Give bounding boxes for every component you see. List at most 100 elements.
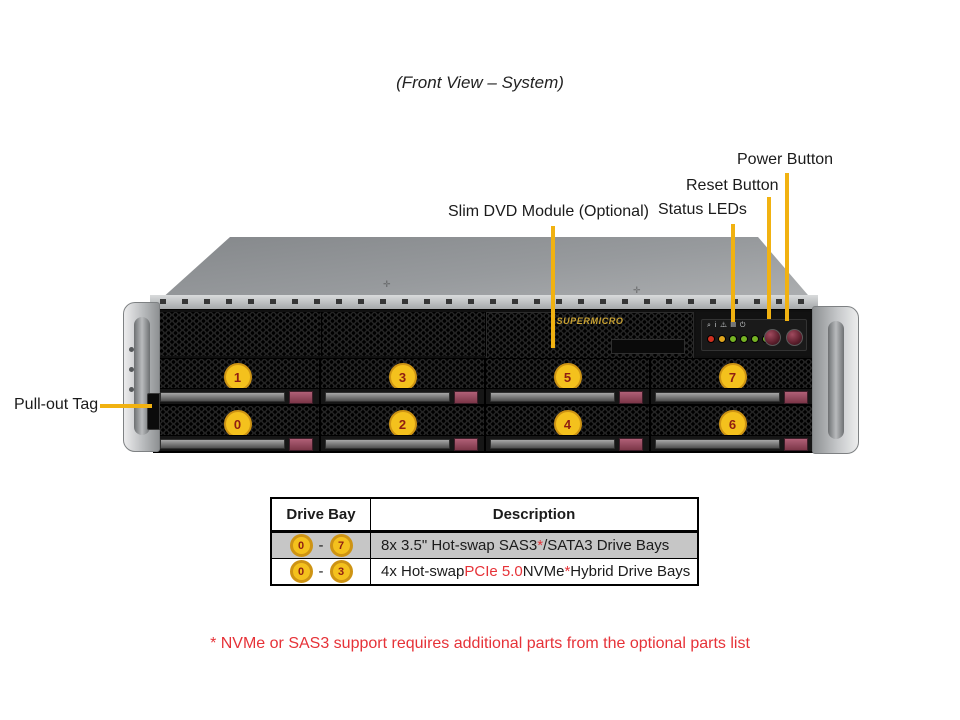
bay-badge-to: 3 (329, 560, 353, 583)
drive-bay-grid: 1 3 5 7 0 2 4 (155, 358, 815, 452)
ear-hole (129, 347, 134, 352)
tray-latch (289, 391, 313, 404)
tray-handle-bar (655, 439, 780, 449)
tray-handle-bar (325, 439, 450, 449)
dvd-slot (611, 339, 685, 354)
desc-segment-red: * (537, 537, 544, 554)
reset-button (764, 329, 781, 346)
tray-handle (486, 435, 649, 451)
description-cell: 4x Hot-swap PCIe 5.0 NVMe* Hybrid Drive … (371, 559, 697, 584)
screw-icon: ✛ (383, 279, 391, 289)
tray-handle (321, 435, 484, 451)
power-button (786, 329, 803, 346)
control-panel-plate: ⌕ i ⚠ ▤ ⏻ (701, 319, 807, 351)
status-led (740, 335, 748, 343)
bay-range-cell: 0 - 7 (272, 533, 371, 558)
bay-badge-to: 7 (329, 534, 353, 557)
vent-panel-left (158, 312, 322, 356)
range-separator: - (318, 563, 324, 580)
tray-handle-bar (490, 392, 615, 402)
tray-handle-bar (160, 439, 285, 449)
desc-segment: /SATA3 Drive Bays (543, 537, 670, 554)
header-drive-bay: Drive Bay (272, 499, 371, 530)
callout-line-dvd (551, 226, 555, 348)
tray-handle (321, 388, 484, 404)
desc-segment: 8x 3.5" Hot-swap SAS3 (381, 537, 538, 554)
header-description: Description (492, 506, 576, 523)
bay-number-badge: 3 (388, 363, 417, 391)
desc-segment: 4x Hot-swap (381, 563, 465, 580)
page-title: (Front View – System) (396, 73, 564, 92)
ear-hole (129, 387, 134, 392)
status-led (707, 335, 715, 343)
bay-badge-from: 0 (289, 560, 313, 583)
bay-number-badge: 1 (223, 363, 252, 391)
tray-handle-bar (160, 392, 285, 402)
tray-handle-bar (325, 392, 450, 402)
callout-line-reset (767, 197, 771, 319)
status-leds (707, 335, 770, 343)
drive-tray: 6 (651, 406, 814, 451)
slim-dvd-module: SUPERMICRO (486, 312, 694, 360)
drive-tray: 7 (651, 359, 814, 404)
control-panel: ⌕ i ⚠ ▤ ⏻ (696, 312, 810, 356)
tray-handle (486, 388, 649, 404)
pull-out-tag-label: Pull-out Tag (14, 396, 99, 413)
tray-latch (454, 438, 478, 451)
bay-number-badge: 4 (553, 410, 582, 438)
rim-vent-notches (160, 299, 808, 304)
desc-segment-red: PCIe 5.0 (464, 563, 523, 580)
drive-tray: 5 (486, 359, 649, 404)
screw-icon: ✛ (633, 285, 641, 295)
table-row: 0 - 3 4x Hot-swap PCIe 5.0 NVMe* Hybrid … (272, 559, 697, 584)
description-cell: 8x 3.5" Hot-swap SAS3*/SATA3 Drive Bays (371, 533, 697, 558)
chassis-front-rim (150, 295, 818, 310)
tray-latch (784, 391, 808, 404)
status-led (718, 335, 726, 343)
bay-number-badge: 7 (718, 363, 747, 391)
ear-hole (129, 367, 134, 372)
status-led (751, 335, 759, 343)
bay-number-badge: 2 (388, 410, 417, 438)
desc-segment-red: * (564, 563, 571, 580)
tray-handle-bar (655, 392, 780, 402)
tray-latch (619, 391, 643, 404)
table-header-row: Drive Bay Description (272, 499, 697, 533)
callout-line-pull-out-tag (100, 404, 152, 408)
tray-latch (454, 391, 478, 404)
desc-segment: Hybrid Drive Bays (570, 563, 691, 580)
right-ear-handle (827, 321, 844, 439)
drive-tray: 1 (156, 359, 319, 404)
status-leds-label: Status LEDs (658, 201, 747, 218)
callout-line-power (785, 173, 789, 321)
drive-tray: 2 (321, 406, 484, 451)
table-row: 0 - 7 8x 3.5" Hot-swap SAS3*/SATA3 Drive… (272, 533, 697, 559)
tray-latch (619, 438, 643, 451)
range-separator: - (318, 537, 324, 554)
tray-handle (651, 388, 814, 404)
drive-tray: 0 (156, 406, 319, 451)
bay-badge-from: 0 (289, 534, 313, 557)
tray-latch (289, 438, 313, 451)
bay-range-cell: 0 - 3 (272, 559, 371, 584)
reset-button-label: Reset Button (686, 177, 779, 194)
supermicro-logo: SUPERMICRO (556, 316, 624, 326)
bay-number-badge: 6 (718, 410, 747, 438)
tray-handle (156, 388, 319, 404)
status-icons: ⌕ i ⚠ ▤ ⏻ (707, 322, 747, 329)
drive-bay-table: Drive Bay Description 0 - 7 8x 3.5" Hot-… (270, 497, 699, 586)
right-rack-ear (812, 306, 859, 454)
vent-panel-mid (322, 312, 486, 356)
status-led (729, 335, 737, 343)
tray-latch (784, 438, 808, 451)
pull-out-tag (147, 393, 160, 430)
power-button-label: Power Button (737, 151, 834, 168)
tray-handle (156, 435, 319, 451)
drive-tray: 4 (486, 406, 649, 451)
desc-segment: NVMe (522, 563, 565, 580)
dvd-module-label: Slim DVD Module (Optional) (448, 203, 649, 220)
callout-line-status-leds (731, 224, 735, 322)
tray-handle (651, 435, 814, 451)
footnote: * NVMe or SAS3 support requires addition… (210, 635, 750, 652)
